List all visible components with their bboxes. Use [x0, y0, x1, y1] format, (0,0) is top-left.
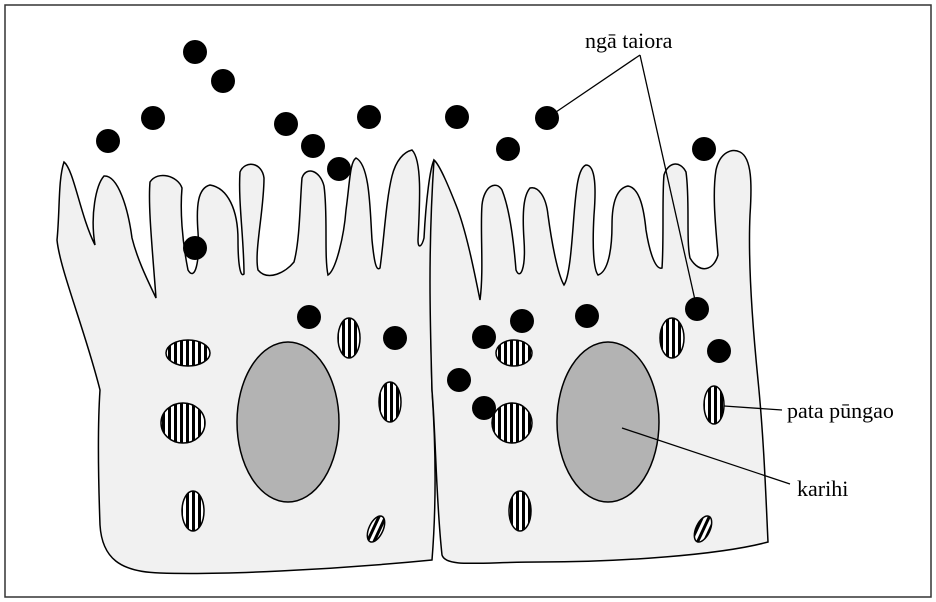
label-bacteria: ngā taiora — [585, 28, 673, 53]
right-nucleus — [557, 342, 659, 502]
left-nucleus — [237, 342, 339, 502]
mitochondrion — [379, 382, 401, 422]
bacterium-dot — [383, 326, 407, 350]
bacterium-dot — [96, 129, 120, 153]
left-cell — [57, 150, 435, 573]
bacterium-dot — [510, 309, 534, 333]
mitochondrion — [166, 340, 210, 366]
mitochondrion — [182, 491, 204, 531]
mitochondrion — [509, 491, 531, 531]
bacterium-dot — [472, 396, 496, 420]
bacterium-dot — [301, 134, 325, 158]
label-mitochondrion: pata pūngao — [787, 398, 894, 423]
mitochondrion — [496, 340, 532, 366]
bacterium-dot — [327, 157, 351, 181]
bacterium-dot — [183, 236, 207, 260]
bacterium-dot — [685, 297, 709, 321]
label-nucleus: karihi — [797, 476, 848, 501]
bacterium-dot — [447, 368, 471, 392]
bacterium-dot — [211, 69, 235, 93]
mitochondrion — [660, 318, 684, 358]
bacterium-dot — [141, 106, 165, 130]
leader-line-bacteria-a — [556, 55, 640, 112]
bacterium-dot — [692, 137, 716, 161]
mitochondrion — [161, 403, 205, 443]
bacterium-dot — [707, 339, 731, 363]
bacterium-dot — [575, 304, 599, 328]
bacterium-dot — [274, 112, 298, 136]
mitochondrion — [704, 386, 724, 424]
bacterium-dot — [297, 305, 321, 329]
bacterium-dot — [496, 137, 520, 161]
bacterium-dot — [357, 105, 381, 129]
bacterium-dot — [183, 40, 207, 64]
bacterium-dot — [472, 325, 496, 349]
mitochondrion — [492, 403, 532, 443]
bacterium-dot — [445, 105, 469, 129]
bacterium-dot — [535, 106, 559, 130]
mitochondrion — [338, 318, 360, 358]
